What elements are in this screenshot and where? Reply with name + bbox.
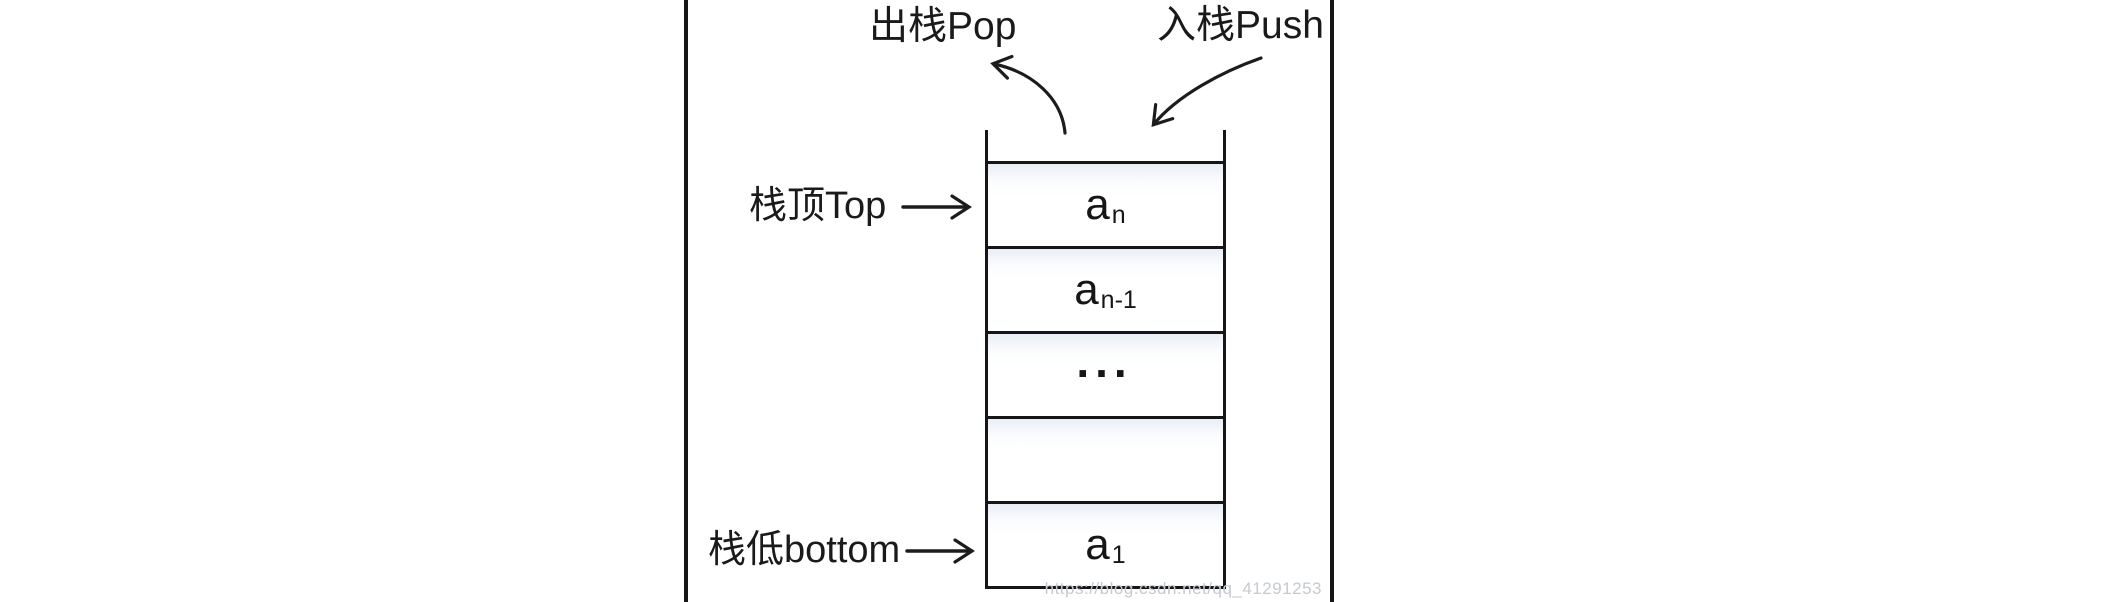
cell-subscript: 1 (1111, 540, 1126, 569)
stack-cell-ellipsis: ... (988, 331, 1223, 416)
stack-mouth (985, 130, 1226, 161)
frame-left-border (684, 0, 688, 602)
stack-top-label: 栈顶Top (749, 185, 887, 227)
cell-value: ... (1076, 335, 1133, 387)
cell-subscript: n (1111, 200, 1126, 229)
watermark: https://blog.csdn.net/qq_41291253 (1044, 579, 1322, 598)
pop-label: 出栈Pop (869, 5, 1017, 48)
stack-bottom-label: 栈低bottom (708, 529, 901, 571)
push-arrow (1151, 56, 1263, 128)
cell-value: a (1074, 265, 1099, 314)
cell-value: a (1085, 180, 1110, 229)
cell-value: a (1085, 520, 1110, 569)
frame-right-border (1330, 0, 1334, 602)
push-label: 入栈Push (1157, 4, 1324, 47)
stack-cell-empty (988, 416, 1223, 501)
cell-subscript: n-1 (1100, 285, 1137, 314)
pop-arrow (990, 54, 1067, 135)
